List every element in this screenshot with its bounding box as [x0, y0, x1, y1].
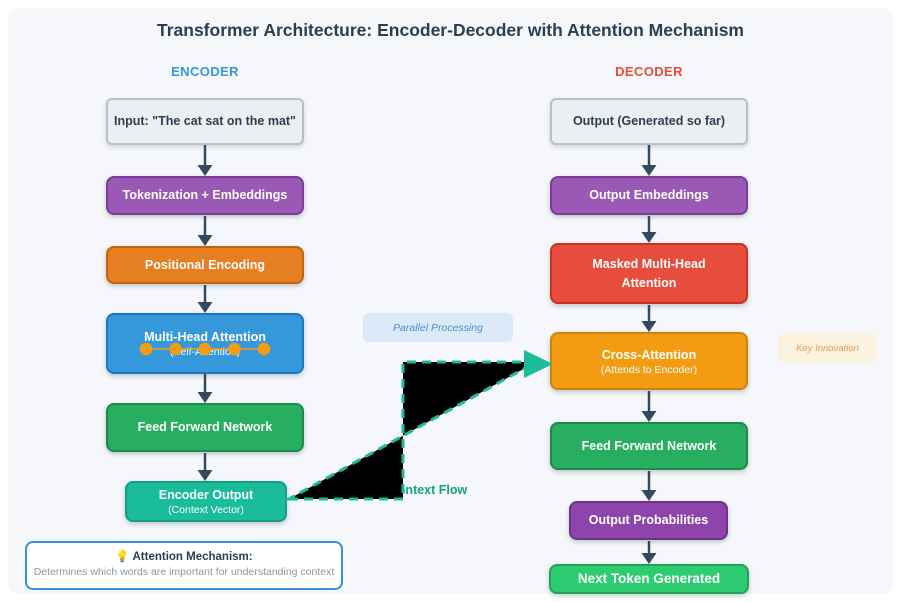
node-label: Feed Forward Network: [581, 438, 717, 453]
note-title-line: 💡 Attention Mechanism:: [27, 549, 341, 563]
node-label: Feed Forward Network: [137, 420, 273, 435]
node-encoder-output: Encoder Output (Context Vector): [125, 481, 287, 522]
annotation-parallel-processing: Parallel Processing: [363, 313, 513, 342]
node-label: Output Probabilities: [588, 513, 709, 528]
node-output-probabilities: Output Probabilities: [569, 501, 728, 540]
node-sublabel: (Attends to Encoder): [600, 363, 698, 376]
node-label: Cross-Attention: [601, 347, 697, 362]
page-title: Transformer Architecture: Encoder-Decode…: [156, 20, 744, 40]
lightbulb-icon: 💡: [115, 551, 130, 563]
node-encoder-input: Input: "The cat sat on the mat": [106, 98, 304, 145]
node-label: Encoder Output: [158, 488, 254, 503]
node-multi-head-attention: Multi-Head Attention (Self-Attention): [106, 313, 304, 374]
node-cross-attention: Cross-Attention (Attends to Encoder): [550, 332, 748, 390]
node-label: Output (Generated so far): [572, 114, 726, 129]
attention-mechanism-note: 💡 Attention Mechanism: Determines which …: [25, 541, 343, 590]
node-positional-encoding: Positional Encoding: [106, 246, 304, 284]
node-label: Next Token Generated: [577, 571, 721, 587]
encoder-column-header: ENCODER: [171, 64, 239, 79]
note-title: Attention Mechanism:: [132, 551, 253, 563]
node-label: Input: "The cat sat on the mat": [113, 114, 296, 129]
node-masked-multi-head-attention: Masked Multi-Head Attention: [550, 243, 748, 304]
node-sublabel: (Context Vector): [168, 504, 244, 517]
decoder-column-header: DECODER: [615, 64, 683, 79]
note-body: Determines which words are important for…: [33, 566, 335, 578]
node-label: Masked Multi-Head Attention: [592, 257, 706, 290]
node-sublabel: (Self-Attention): [169, 346, 241, 359]
node-decoder-output-so-far: Output (Generated so far): [550, 98, 748, 145]
annotation-context-flow: Context Flow: [388, 483, 468, 497]
node-tokenization-embeddings: Tokenization + Embeddings: [106, 176, 304, 215]
node-label: Multi-Head Attention: [144, 330, 266, 345]
node-label: Positional Encoding: [144, 257, 266, 272]
node-label: Output Embeddings: [589, 188, 709, 203]
node-output-embeddings: Output Embeddings: [550, 176, 748, 215]
node-decoder-feed-forward: Feed Forward Network: [550, 422, 748, 470]
annotation-key-innovation: Key Innovation: [778, 333, 877, 363]
node-next-token-generated: Next Token Generated: [549, 564, 749, 594]
node-label: Tokenization + Embeddings: [122, 188, 288, 203]
node-encoder-feed-forward: Feed Forward Network: [106, 403, 304, 452]
